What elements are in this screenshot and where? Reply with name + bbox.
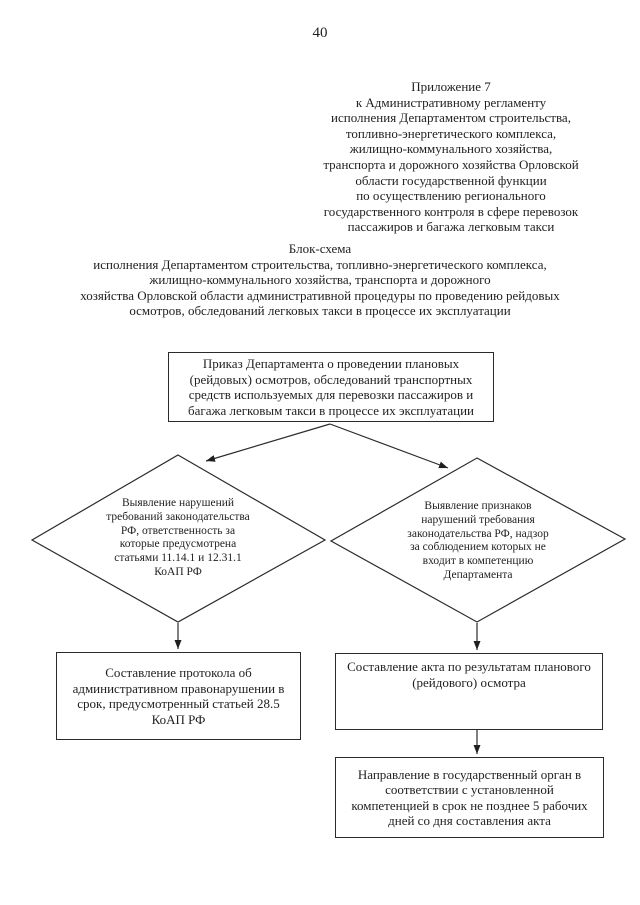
act-box: Составление акта по результатам плановог… bbox=[335, 653, 603, 730]
order-box: Приказ Департамента о проведении плановы… bbox=[168, 352, 494, 422]
title-line: исполнения Департаментом строительства, … bbox=[93, 256, 547, 272]
appendix-line: жилищно-коммунального хозяйства, bbox=[349, 141, 553, 157]
title-block: Блок-схема исполнения Департаментом стро… bbox=[0, 241, 640, 319]
appendix-line: области государственной функции bbox=[355, 172, 547, 188]
appendix-block: Приложение 7 к Административному регламе… bbox=[295, 79, 607, 235]
appendix-line: топливно-энергетического комплекса, bbox=[345, 125, 557, 141]
title-line: осмотров, обследований легковых такси в … bbox=[129, 303, 511, 319]
send-box: Направление в государственный орган в со… bbox=[335, 757, 604, 838]
appendix-line: пассажиров и багажа легковым такси bbox=[347, 219, 555, 235]
arrow-order-to-signs bbox=[329, 423, 449, 469]
title-line: хозяйства Орловской области администрати… bbox=[80, 287, 560, 303]
arrow-order-to-violations bbox=[205, 423, 331, 462]
appendix-line: транспорта и дорожного хозяйства Орловск… bbox=[323, 156, 579, 172]
signs-diamond-shape bbox=[329, 457, 627, 623]
appendix-line: исполнения Департаментом строительства, bbox=[331, 110, 571, 126]
appendix-line: Приложение 7 bbox=[411, 79, 491, 94]
violations-diamond-label: Выявление нарушений требований законодат… bbox=[106, 497, 250, 578]
appendix-line: по осуществлению регионального bbox=[356, 188, 546, 204]
signs-diamond-label: Выявление признаков нарушений требования… bbox=[407, 500, 549, 581]
appendix-line: государственного контроля в сфере перево… bbox=[323, 203, 579, 219]
page-number: 40 bbox=[312, 25, 328, 41]
protocol-box: Составление протокола об административно… bbox=[56, 652, 301, 740]
title-line: Блок-схема bbox=[288, 241, 352, 256]
violations-diamond-shape bbox=[30, 454, 327, 623]
appendix-line: к Административному регламенту bbox=[355, 94, 547, 110]
title-line: жилищно-коммунального хозяйства, транспо… bbox=[149, 272, 491, 288]
